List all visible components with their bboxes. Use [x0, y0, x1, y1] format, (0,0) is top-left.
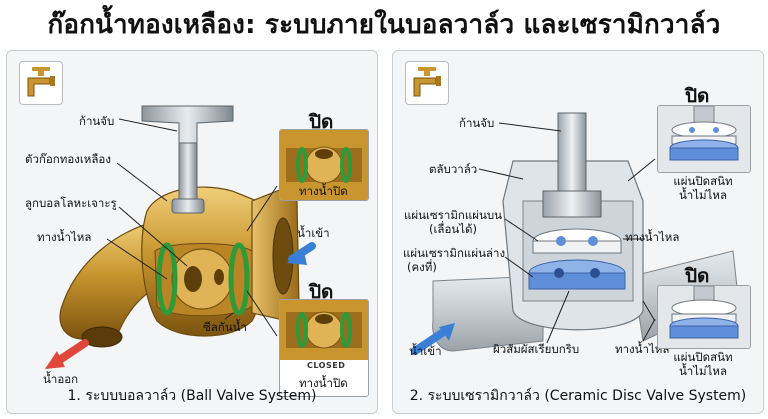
label-upper-disc-note: (เลื่อนได้) [429, 222, 477, 236]
leader-ball [118, 206, 188, 267]
label-contact-surface: ผิวสัมผัสเรียบกริบ [493, 342, 580, 356]
label-water-in: น้ำเข้า [297, 226, 330, 240]
ceramic-valve-panel: ก้านจับ ตลับวาล์ว แผ่นเซรามิกแผ่นบน (เลื… [392, 50, 764, 414]
t-handle-shape [141, 105, 234, 144]
spout-shape [59, 220, 168, 340]
closed-heading-bottom: ปิด [309, 281, 334, 303]
label-drilled-ball: ลูกบอลโลหะเจาะรู [25, 196, 117, 210]
label-cartridge: ตลับวาล์ว [429, 162, 478, 176]
page-title: ก๊อกน้ำทองเหลือง: ระบบภายในบอลวาล์ว และเ… [47, 10, 721, 40]
ceramic-water-in-shaft [411, 325, 452, 355]
ceramic-closed-desc-top-1: แผ่นปิดสนิท [673, 174, 733, 188]
ceramic-valve-caption: 2. ระบบเซรามิกวาล์ว (Ceramic Disc Valve … [409, 388, 747, 404]
leader-ceramic-handle [498, 122, 562, 132]
lower-disc-side-shape [528, 272, 626, 290]
ceramic-tap-icon [405, 61, 449, 105]
ceramic-stem-shape [557, 112, 587, 204]
leader-inset-top [246, 185, 278, 232]
closed-path-label-bottom: ทางน้ำปิด [299, 376, 348, 390]
ceramic-closed-inset-bottom [657, 285, 751, 349]
seal-right-shape [228, 242, 250, 316]
label-ceramic-water-in: น้ำเข้า [409, 344, 442, 358]
label-brass-body: ตัวก๊อกทองเหลือง [25, 152, 111, 166]
closed-inset-top [279, 129, 369, 201]
lower-disc-hole-1 [554, 268, 564, 278]
label-ceramic-flow-bottom: ทางน้ำไหล [615, 342, 670, 356]
ball-valve-panel: ก้านจับ ตัวก๊อกทองเหลือง ลูกบอลโลหะเจาะร… [6, 50, 378, 414]
leader-cartridge [478, 168, 524, 180]
ceramic-closed-desc-top-2: น้ำไม่ไหล [678, 188, 728, 202]
upper-disc-hole-1 [556, 236, 566, 246]
leader-seal [224, 312, 234, 320]
leader-inset-bottom [246, 290, 278, 337]
closed-path-label-top: ทางน้ำปิด [299, 184, 348, 198]
ball-bore-shape [184, 266, 202, 292]
spout-outlet-shape [81, 326, 123, 348]
label-lower-disc-note: (คงที่) [407, 260, 437, 274]
stem-nut-shape [171, 198, 205, 214]
ball-valve-illustration [45, 105, 316, 369]
tap-icon [19, 61, 63, 105]
ball-valve-caption: 1. ระบบบอลวาล์ว (Ball Valve System) [67, 388, 317, 404]
upper-disc-side-shape [532, 240, 622, 254]
upper-disc-hole-2 [588, 236, 598, 246]
closed-tag: CLOSED [307, 361, 346, 370]
leader-body [116, 162, 168, 202]
label-water-out: น้ำออก [43, 372, 79, 386]
ceramic-closed-heading-top: ปิด [685, 85, 710, 107]
ceramic-closed-inset-top [657, 105, 751, 173]
lower-disc-hole-2 [590, 268, 600, 278]
label-flow-path: ทางน้ำไหล [37, 230, 92, 244]
label-lower-disc: แผ่นเซรามิกแผ่นล่าง [403, 246, 506, 260]
leader-upper-disc [504, 218, 539, 242]
closed-heading-top: ปิด [309, 111, 334, 133]
closed-inset-bottom [279, 299, 369, 397]
leader-contact [546, 290, 570, 344]
water-in-arrow-head [287, 247, 307, 265]
leader-handle [118, 118, 178, 132]
ceramic-water-in-head [439, 323, 455, 341]
label-ceramic-handle: ก้านจับ [459, 116, 495, 130]
leader-ceramic-inset-top [627, 158, 656, 182]
leader-flow [106, 238, 168, 280]
ceramic-closed-desc-bottom-2: น้ำไม่ไหล [678, 364, 728, 378]
water-out-arrow-head [45, 351, 65, 369]
leader-lower-disc [504, 256, 534, 278]
leader-flow-bottom [642, 318, 656, 342]
label-handle: ก้านจับ [79, 114, 115, 128]
label-ceramic-flow: ทางน้ำไหล [625, 230, 680, 244]
ceramic-closed-heading-bottom: ปิด [685, 265, 710, 287]
leader-ceramic-inset-bottom [642, 300, 656, 322]
ball-bore-rear-shape [214, 269, 224, 285]
label-seal: ซีลกันน้ำ [203, 320, 247, 334]
ceramic-closed-desc-bottom-1: แผ่นปิดสนิท [673, 350, 733, 364]
stem-collar-shape [542, 190, 602, 218]
seal-left-shape [156, 242, 178, 316]
label-upper-disc: แผ่นเซรามิกแผ่นบน [403, 208, 503, 222]
